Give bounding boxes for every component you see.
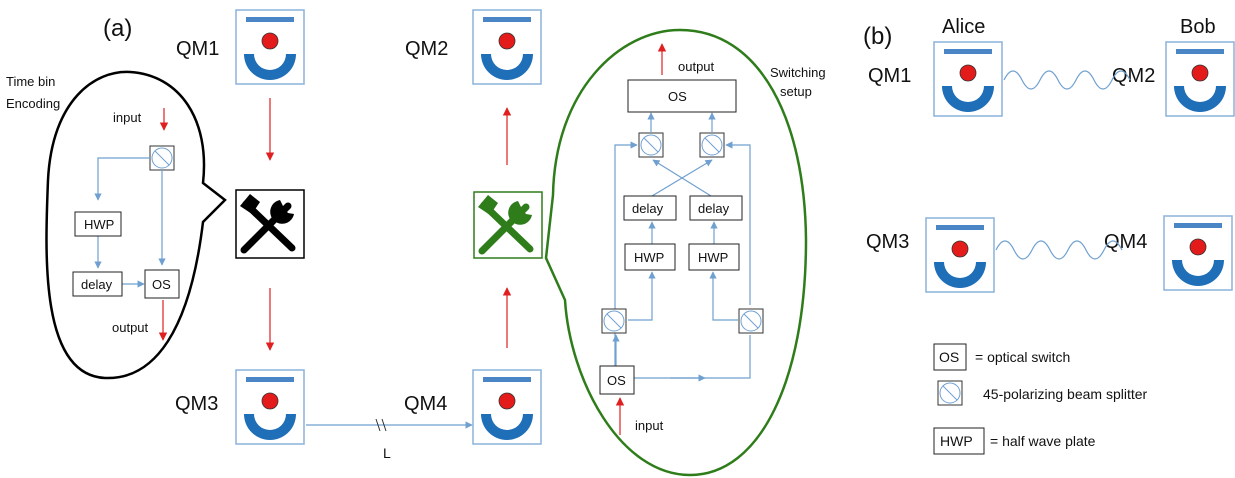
b-qm1-label: QM1 xyxy=(868,65,911,87)
b-qm2-label: QM2 xyxy=(1112,65,1155,87)
hwp-left-label: HWP xyxy=(634,250,664,265)
legend-os-box xyxy=(933,343,967,371)
quantum-memory-icon xyxy=(925,217,995,293)
beam-splitter-icon xyxy=(601,308,627,334)
delay-box xyxy=(623,195,677,221)
alice-label: Alice xyxy=(942,16,985,38)
quantum-memory-icon xyxy=(1165,41,1235,117)
beam-splitter-icon xyxy=(638,132,664,158)
os-bottom-label: OS xyxy=(607,373,626,388)
quantum-memory-icon xyxy=(1163,215,1233,291)
switching-input-label: input xyxy=(635,418,664,433)
optical-path xyxy=(628,271,656,321)
time-bin-output-label: output xyxy=(112,320,149,335)
channel-break-mark xyxy=(375,418,387,432)
qm3-label: QM3 xyxy=(175,393,218,415)
beam-splitter-icon xyxy=(738,308,764,334)
panel-label-b: (b) xyxy=(863,23,892,50)
legend-os-text: = optical switch xyxy=(975,349,1070,365)
channel-length-label: L xyxy=(383,445,391,461)
optical-path xyxy=(709,271,738,321)
hwp-box xyxy=(688,243,740,271)
os-box xyxy=(599,365,635,395)
b-qm3-label: QM3 xyxy=(866,231,909,253)
quantum-memory-icon xyxy=(472,9,542,85)
os-top-label: OS xyxy=(668,89,687,104)
quantum-memory-icon xyxy=(472,369,542,445)
delay-label: delay xyxy=(81,277,113,292)
delay-left-label: delay xyxy=(632,201,664,216)
switching-bubble xyxy=(544,28,808,477)
optical-path xyxy=(94,157,150,201)
legend-os-box-label: OS xyxy=(939,349,959,365)
qm1-label: QM1 xyxy=(176,38,219,60)
delay-box xyxy=(689,195,743,221)
quantum-memory-icon xyxy=(235,9,305,85)
time-bin-title-1: Time bin xyxy=(6,74,55,89)
b-qm4-label: QM4 xyxy=(1104,231,1147,253)
wavy-entanglement-icon xyxy=(1003,70,1131,90)
optical-path xyxy=(725,141,751,305)
time-bin-bubble xyxy=(45,70,227,380)
beam-splitter-icon xyxy=(699,132,725,158)
beam-splitter-icon xyxy=(937,380,963,406)
legend-hwp-text: = half wave plate xyxy=(990,433,1096,449)
legend-hwp-box-label: HWP xyxy=(940,433,973,449)
time-bin-input-label: input xyxy=(113,110,142,125)
switching-output-label: output xyxy=(678,59,715,74)
os-label: OS xyxy=(152,277,171,292)
qm2-label: QM2 xyxy=(405,38,448,60)
os-box xyxy=(627,79,737,113)
os-box xyxy=(144,269,180,299)
delay-box xyxy=(72,271,123,297)
hwp-right-label: HWP xyxy=(698,250,728,265)
panel-label-a: (a) xyxy=(103,15,132,42)
optical-path xyxy=(614,141,638,370)
switching-title-2: setup xyxy=(780,84,812,99)
time-bin-title-2: Encoding xyxy=(6,96,60,111)
bob-label: Bob xyxy=(1180,16,1216,38)
optical-path xyxy=(652,159,712,197)
qm4-label: QM4 xyxy=(404,393,447,415)
wavy-entanglement-icon xyxy=(995,240,1123,260)
hwp-box xyxy=(74,211,122,237)
legend-pbs-text: 45-polarizing beam splitter xyxy=(983,386,1148,402)
quantum-memory-icon xyxy=(933,41,1003,117)
delay-right-label: delay xyxy=(698,201,730,216)
legend-hwp-box xyxy=(933,427,985,455)
hwp-box xyxy=(624,243,676,271)
quantum-memory-icon xyxy=(235,369,305,445)
switching-title-1: Switching xyxy=(770,65,826,80)
beam-splitter-icon xyxy=(149,145,175,171)
hwp-label: HWP xyxy=(84,217,114,232)
